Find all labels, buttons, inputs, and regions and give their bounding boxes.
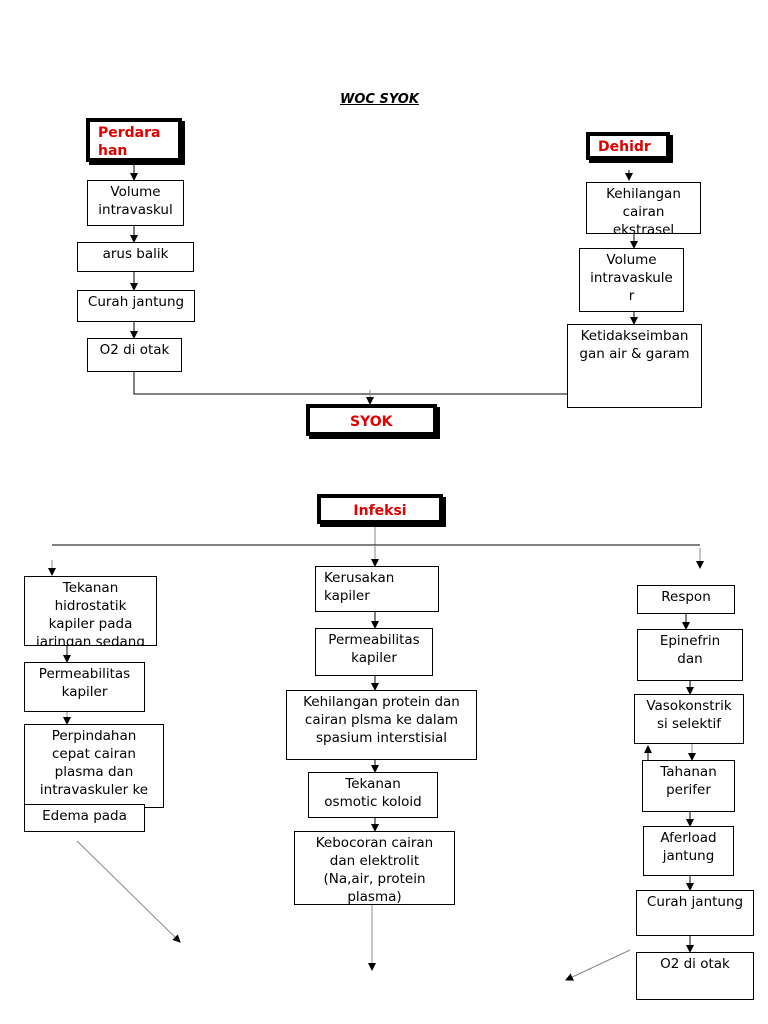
right-chain-box: Volume intravaskule r: [579, 248, 684, 312]
col1-box: Permeabilitas kapiler: [24, 662, 145, 712]
right-chain-box: Ketidakseimban gan air & garam: [567, 324, 702, 408]
col3-box: Vasokonstrik si selektif: [634, 694, 744, 744]
col3-box: Curah jantung: [636, 890, 754, 936]
col1-box: Tekanan hidrostatik kapiler pada jaringa…: [24, 576, 157, 646]
col3-box: Aferload jantung: [643, 826, 734, 876]
left-chain-box: Volume intravaskul: [87, 180, 184, 226]
arrow: [76, 840, 181, 943]
perdarahan-box: Perdara han: [86, 118, 182, 162]
left-chain-box: Curah jantung: [77, 290, 195, 322]
left-chain-box: O2 di otak: [87, 338, 182, 372]
col3-box: Epinefrin dan: [637, 629, 743, 681]
left-chain-box: arus balik: [77, 242, 194, 272]
syok-box: SYOK: [306, 404, 437, 436]
page-title: WOC SYOK: [340, 92, 419, 107]
right-chain-box: Kehilangan cairan ekstrasel: [586, 182, 701, 234]
col1-box: Perpindahan cepat cairan plasma dan intr…: [24, 724, 164, 808]
col2-box: Kebocoran cairan dan elektrolit (Na,air,…: [294, 831, 455, 905]
col3-box: O2 di otak: [636, 952, 754, 1000]
arrow: [565, 949, 631, 981]
infeksi-box: Infeksi: [317, 494, 443, 524]
dehidrasi-box: Dehidr: [586, 132, 670, 160]
col3-box: Respon: [637, 585, 735, 614]
col2-box: Tekanan osmotic koloid: [308, 772, 438, 818]
col2-box: Permeabilitas kapiler: [315, 628, 433, 676]
col3-box: Tahanan perifer: [642, 760, 735, 812]
col2-box: Kerusakan kapiler: [315, 566, 439, 612]
merge-line: [133, 372, 567, 395]
col2-box: Kehilangan protein dan cairan plsma ke d…: [286, 690, 477, 760]
col1-box: Edema pada: [24, 804, 145, 832]
